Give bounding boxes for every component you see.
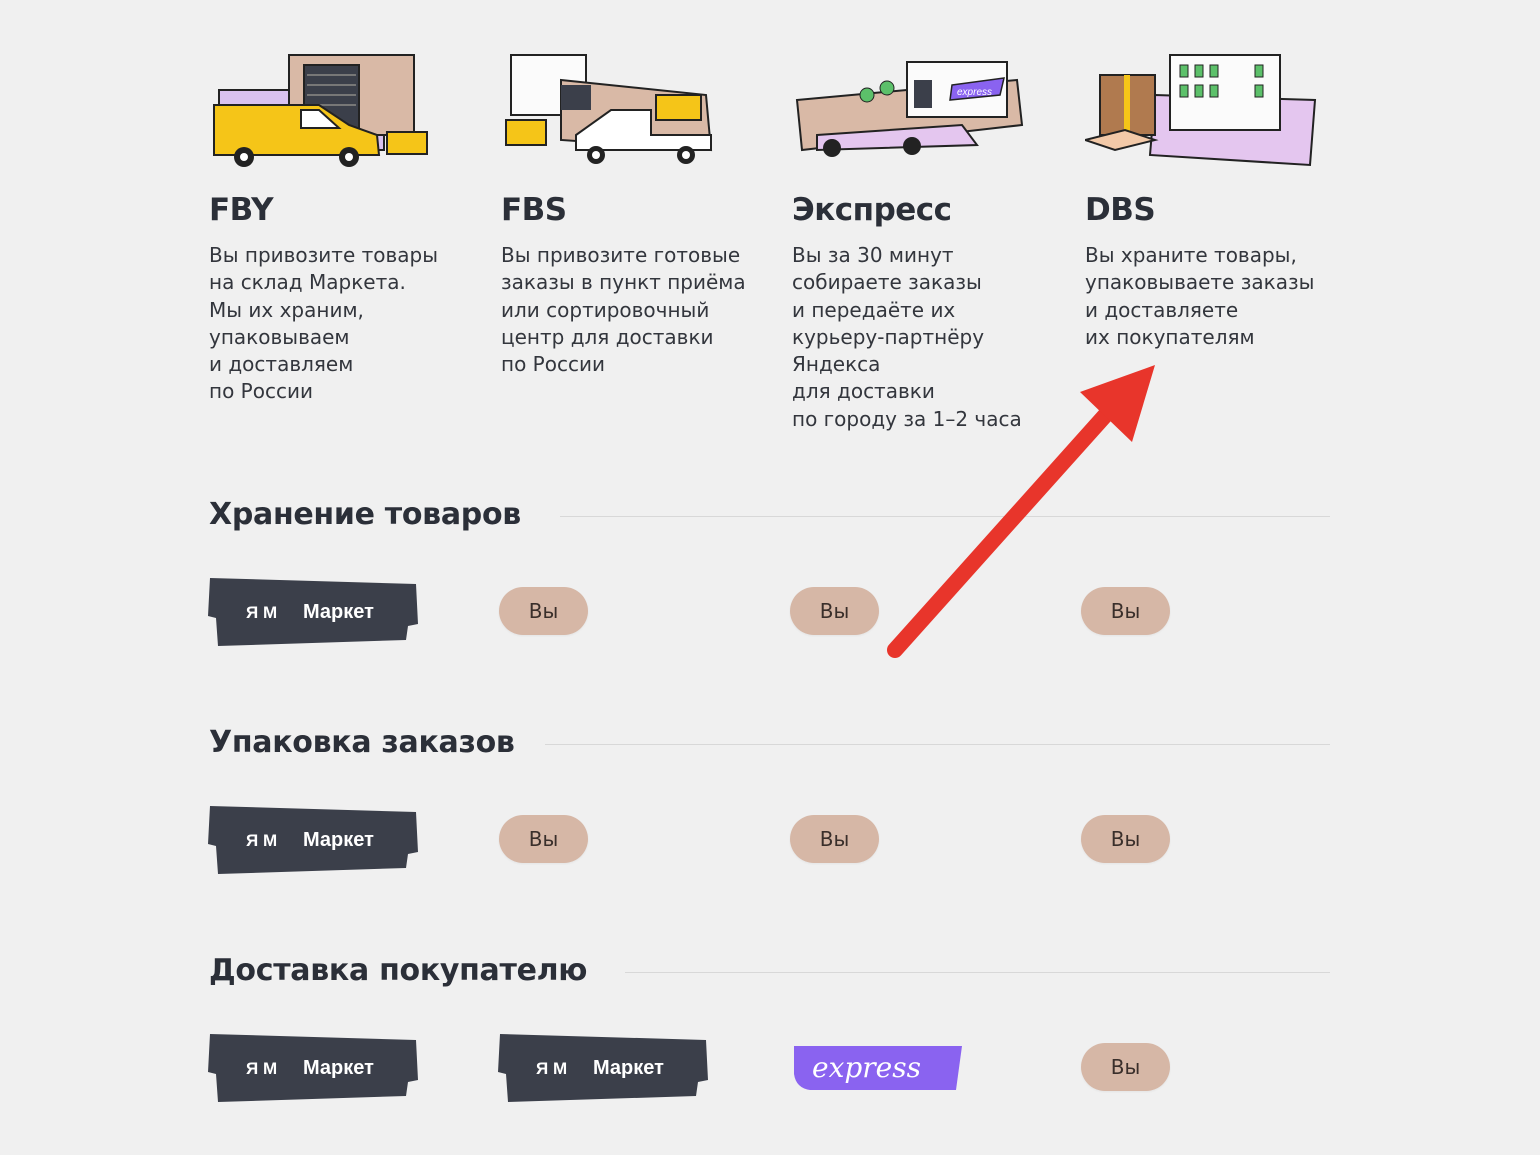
section-divider (560, 516, 1330, 517)
express-badge-label: express (812, 1051, 921, 1084)
column-title: FBY (209, 192, 274, 228)
you-chip: Вы (790, 587, 879, 635)
dbs-building-illustration (1085, 54, 1317, 167)
market-badge: Я М Маркет (208, 1034, 418, 1102)
column-title: Экспресс (792, 192, 952, 228)
market-logo-icon: Я М (536, 1059, 567, 1078)
column-description: Вы за 30 минут собираете заказы и переда… (792, 243, 1022, 431)
market-logo-icon: Я М (246, 603, 277, 622)
market-badge: Я М Маркет (498, 1034, 708, 1102)
column-description: Вы привозите готовые заказы в пункт приё… (501, 243, 746, 377)
market-logo-icon: Я М (246, 831, 277, 850)
you-chip: Вы (1081, 1043, 1170, 1091)
column-express: express Экспресс Вы за 30 минут собирает… (792, 50, 1052, 431)
section-divider (545, 744, 1330, 745)
column-description: Вы привозите товары на склад Маркета. Мы… (209, 243, 439, 404)
column-title: FBS (501, 192, 567, 228)
express-racecar-illustration: express (795, 61, 1024, 157)
section-title-storage: Хранение товаров (209, 497, 521, 532)
column-description: Вы храните товары, упаковываете заказы и… (1085, 243, 1315, 349)
fby-van-warehouse-illustration (213, 54, 428, 167)
section-divider (625, 972, 1330, 973)
section-title-packing: Упаковка заказов (209, 725, 515, 760)
market-badge-label: Маркет (303, 601, 374, 623)
fbs-truck-illustration (505, 54, 713, 164)
express-sign-label: express (957, 87, 992, 98)
column-fby: FBY Вы привозите товары на склад Маркета… (209, 50, 469, 403)
you-chip: Вы (499, 815, 588, 863)
you-chip: Вы (790, 815, 879, 863)
column-dbs: DBS Вы храните товары, упаковываете зака… (1085, 50, 1345, 349)
section-title-delivery: Доставка покупателю (209, 953, 588, 988)
you-chip: Вы (1081, 815, 1170, 863)
you-chip: Вы (1081, 587, 1170, 635)
column-fbs: FBS Вы привозите готовые заказы в пункт … (501, 50, 761, 376)
column-title: DBS (1085, 192, 1156, 228)
market-logo-icon: Я М (246, 1059, 277, 1078)
market-badge: Я М Маркет (208, 806, 418, 874)
red-arrow-annotation (887, 365, 1155, 658)
market-badge-label: Маркет (303, 1057, 374, 1079)
you-chip: Вы (499, 587, 588, 635)
market-badge: Я М Маркет (208, 578, 418, 646)
market-badge-label: Маркет (303, 829, 374, 851)
market-badge-label: Маркет (593, 1057, 664, 1079)
express-badge: express (794, 1046, 962, 1090)
